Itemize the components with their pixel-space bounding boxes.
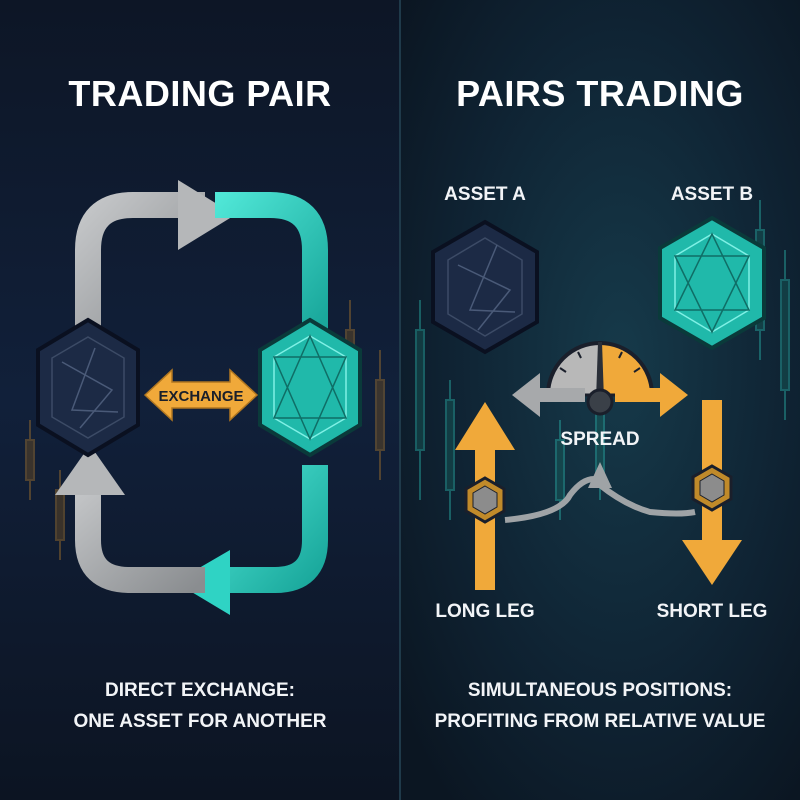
hexagon-navy-icon xyxy=(36,317,140,458)
asset-a-hexagon-navy-icon xyxy=(431,219,539,355)
up-arrow-icon xyxy=(455,402,515,590)
right-caption-line1: SIMULTANEOUS POSITIONS: xyxy=(468,680,732,701)
short-leg-label: SHORT LEG xyxy=(657,601,768,622)
double-arrow-icon xyxy=(143,368,259,422)
exchange-label: EXCHANGE xyxy=(158,388,243,405)
spread-label: SPREAD xyxy=(560,429,639,450)
left-title: TRADING PAIR xyxy=(68,73,331,114)
spread-arrow-icon xyxy=(512,373,688,417)
right-title: PAIRS TRADING xyxy=(456,73,744,114)
left-caption-line1: DIRECT EXCHANGE: xyxy=(105,680,295,701)
gauge-icon xyxy=(546,341,654,416)
cycle-arrow-icon xyxy=(55,180,328,615)
down-arrow-icon xyxy=(682,400,742,585)
asset-a-label: ASSET A xyxy=(444,184,526,205)
long-leg-label: LONG LEG xyxy=(435,601,534,622)
right-caption-line2: PROFITING FROM RELATIVE VALUE xyxy=(435,711,766,732)
left-caption-line2: ONE ASSET FOR ANOTHER xyxy=(74,711,327,732)
hexagon-teal-icon xyxy=(258,317,362,458)
asset-b-hexagon-teal-icon xyxy=(658,215,766,351)
asset-b-label: ASSET B xyxy=(671,184,753,205)
spread-connector-icon xyxy=(504,462,696,523)
